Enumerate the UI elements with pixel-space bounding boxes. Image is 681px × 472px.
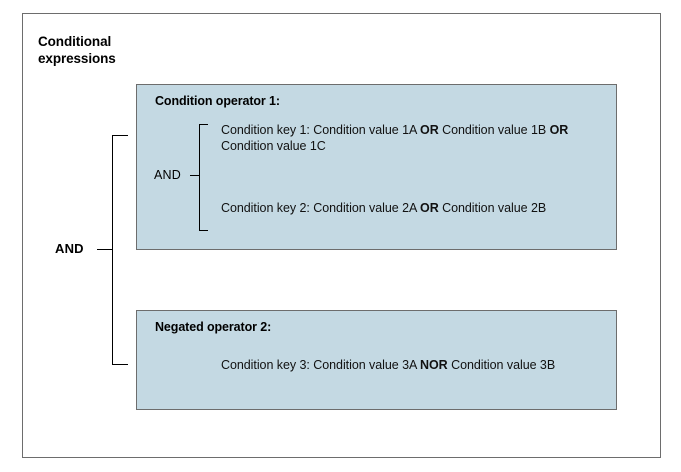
brace-arm-middle <box>97 249 112 250</box>
brace-arm-top <box>112 135 128 136</box>
diagram-title: Conditional expressions <box>38 34 116 66</box>
condition-key-1-text: Condition key 1: Condition value 1A OR C… <box>221 123 569 153</box>
condition-key-2-text: Condition key 2: Condition value 2A OR C… <box>221 201 547 215</box>
negated-operator-2-title: Negated operator 2: <box>155 320 272 334</box>
condition-operator-1-title: Condition operator 1: <box>155 94 280 108</box>
brace-arm-bottom <box>112 364 128 365</box>
bracket-tick-top <box>199 124 208 125</box>
outer-and-brace <box>97 135 129 365</box>
condition-key-3-text: Condition key 3: Condition value 3A NOR … <box>221 358 556 372</box>
outer-and-label: AND <box>55 241 84 256</box>
inner-and-bracket <box>190 124 209 231</box>
negated-operator-2-box: Negated operator 2: <box>136 310 617 410</box>
brace-vertical-line <box>112 135 113 365</box>
bracket-tick-bottom <box>199 230 208 231</box>
bracket-vertical-line <box>199 124 200 231</box>
condition-operator-1-box: Condition operator 1: <box>136 84 617 250</box>
bracket-tick-middle <box>190 175 199 176</box>
inner-and-label: AND <box>154 168 181 182</box>
